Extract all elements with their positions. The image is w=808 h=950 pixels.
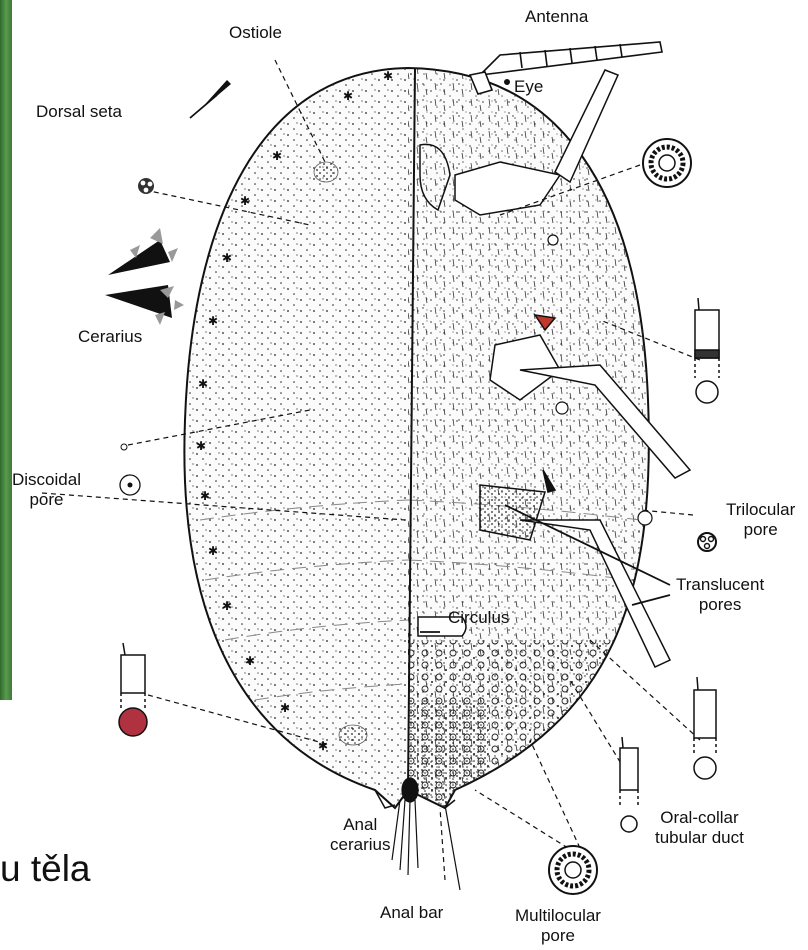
svg-text:✱: ✱ [208, 314, 218, 328]
svg-text:✱: ✱ [222, 599, 232, 613]
eye-mark [504, 79, 510, 85]
svg-text:✱: ✱ [343, 89, 353, 103]
tubular-duct-icon-right [695, 298, 719, 403]
label-eye: Eye [514, 77, 543, 97]
label-trilocular-pore: Trilocular pore [726, 500, 795, 539]
cerarius-icon [105, 228, 184, 325]
multilocular-pore-icon-bottom [549, 846, 597, 894]
svg-text:✱: ✱ [383, 69, 393, 83]
svg-text:✱: ✱ [208, 544, 218, 558]
label-antenna: Antenna [525, 7, 588, 27]
svg-text:✱: ✱ [196, 439, 206, 453]
posterior-ostiole [339, 725, 367, 745]
label-oral-collar-duct: Oral-collar tubular duct [655, 808, 744, 847]
label-multilocular-pore: Multilocular pore [515, 906, 601, 945]
svg-text:✱: ✱ [272, 149, 282, 163]
trilocular-pore-icon-right [698, 533, 716, 551]
multilocular-pore-icon-upper [643, 139, 691, 187]
label-dorsal-seta: Dorsal seta [36, 102, 122, 122]
label-anal-cerarius: Anal cerarius [330, 815, 390, 854]
slide-fragment-text: u těla [0, 848, 91, 890]
tubular-duct-icon-lower-right [694, 677, 716, 779]
tubular-duct-icon-left [119, 643, 147, 736]
left-green-strip [0, 0, 12, 700]
svg-text:✱: ✱ [200, 489, 210, 503]
ventral-pore-2 [556, 402, 568, 414]
small-pore-icon [121, 444, 127, 450]
svg-text:✱: ✱ [318, 739, 328, 753]
ostiole-on-body [314, 162, 338, 182]
ventral-pore-1 [548, 235, 558, 245]
svg-text:✱: ✱ [240, 194, 250, 208]
label-ostiole: Ostiole [229, 23, 282, 43]
label-discoidal-pore: Discoidal pore [12, 470, 81, 509]
trilocular-pore-icon-left [138, 178, 154, 194]
svg-text:✱: ✱ [198, 377, 208, 391]
discoidal-pore-icon [120, 475, 140, 495]
label-anal-bar: Anal bar [380, 903, 443, 923]
dorsal-seta-icon [198, 80, 231, 112]
label-translucent-pores: Translucent pores [676, 575, 764, 614]
svg-text:✱: ✱ [222, 251, 232, 265]
label-cerarius: Cerarius [78, 327, 142, 347]
ventral-pore-3 [638, 511, 652, 525]
label-circulus: Circulus [448, 608, 509, 628]
oral-collar-duct-icon [620, 737, 638, 832]
svg-text:✱: ✱ [280, 701, 290, 715]
svg-text:✱: ✱ [245, 654, 255, 668]
